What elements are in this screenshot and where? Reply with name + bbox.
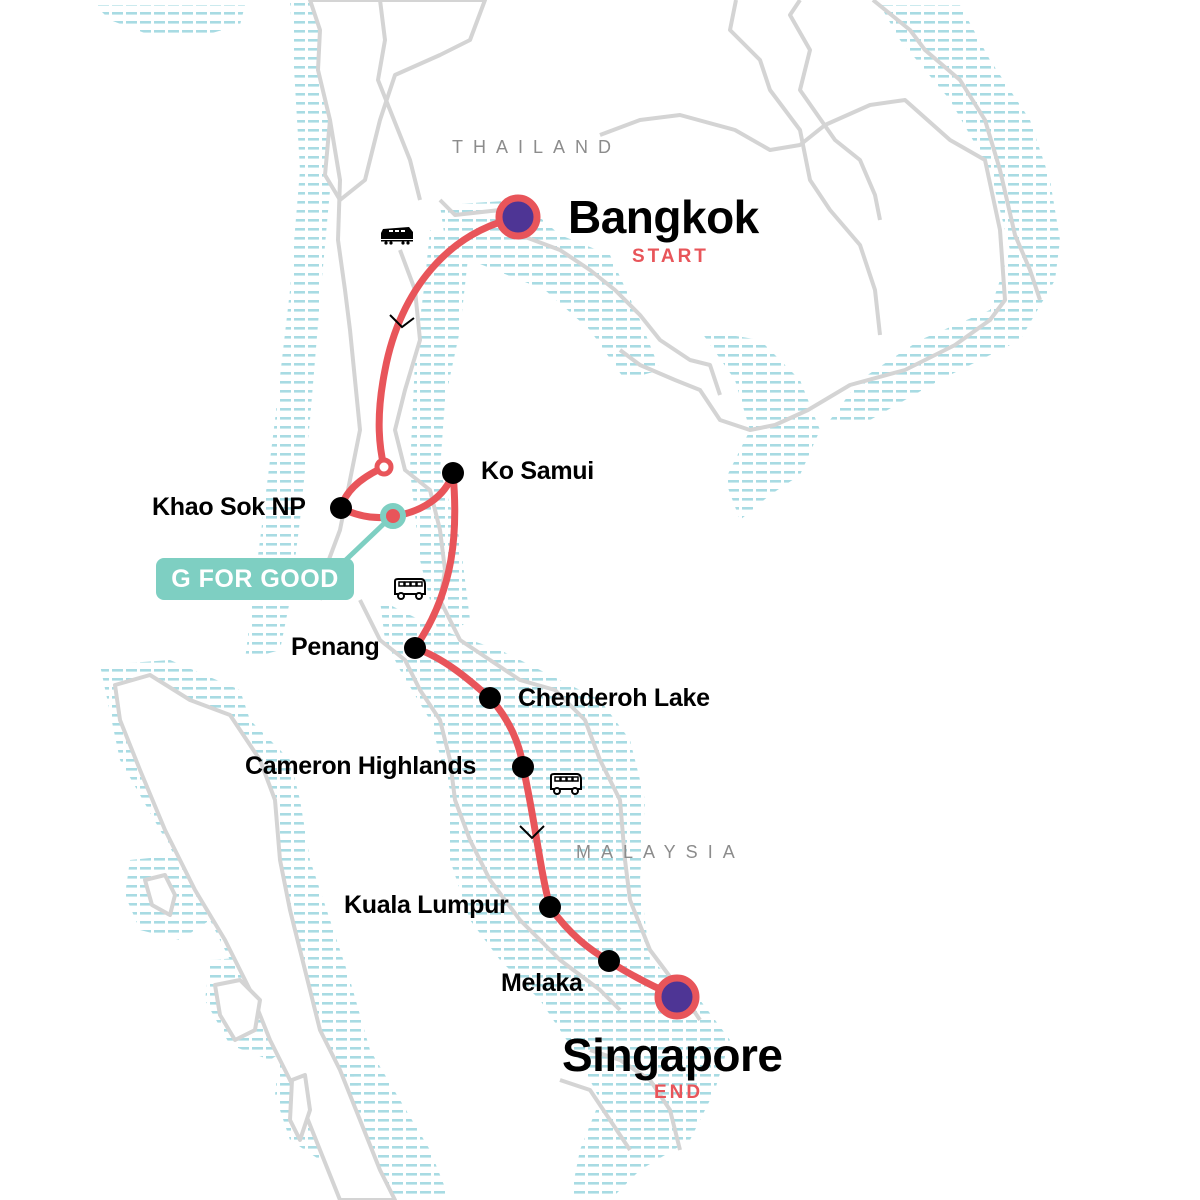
end-marker[interactable] bbox=[654, 974, 700, 1020]
g-for-good-badge[interactable]: G FOR GOOD bbox=[156, 558, 354, 600]
g-for-good-marker[interactable] bbox=[380, 503, 406, 529]
stop-label-chenderoh-lake[interactable]: Chenderoh Lake bbox=[518, 684, 710, 712]
bus-icon bbox=[394, 578, 426, 600]
end-city-label[interactable]: Singapore bbox=[562, 1029, 783, 1081]
country-label-thailand: THAILAND bbox=[452, 137, 622, 157]
stop-marker-melaka[interactable] bbox=[598, 950, 620, 972]
stop-label-khao-sok[interactable]: Khao Sok NP bbox=[152, 493, 306, 521]
stop-label-kuala-lumpur[interactable]: Kuala Lumpur bbox=[344, 891, 509, 919]
stop-label-ko-samui[interactable]: Ko Samui bbox=[481, 457, 594, 485]
start-city-label[interactable]: Bangkok bbox=[568, 191, 759, 243]
stop-label-melaka[interactable]: Melaka bbox=[501, 969, 583, 997]
stop-marker-penang[interactable] bbox=[404, 637, 426, 659]
start-tag: START bbox=[632, 246, 709, 267]
stop-label-penang[interactable]: Penang bbox=[291, 633, 380, 661]
waypoint-marker[interactable] bbox=[374, 457, 394, 477]
start-marker[interactable] bbox=[495, 194, 541, 240]
stop-marker-khao-sok[interactable] bbox=[330, 497, 352, 519]
direction-arrow-icon bbox=[389, 314, 415, 329]
stop-marker-chenderoh-lake[interactable] bbox=[479, 687, 501, 709]
direction-arrow-icon bbox=[519, 825, 545, 840]
country-label-malaysia: MALAYSIA bbox=[576, 842, 745, 862]
stop-marker-kuala-lumpur[interactable] bbox=[539, 896, 561, 918]
train-icon bbox=[381, 227, 413, 245]
stop-marker-cameron-highlands[interactable] bbox=[512, 756, 534, 778]
stop-marker-ko-samui[interactable] bbox=[442, 462, 464, 484]
land-outlines bbox=[113, 0, 1042, 1200]
stop-label-cameron-highlands[interactable]: Cameron Highlands bbox=[245, 752, 477, 780]
end-tag: END bbox=[654, 1082, 704, 1103]
bus-icon bbox=[550, 773, 582, 795]
